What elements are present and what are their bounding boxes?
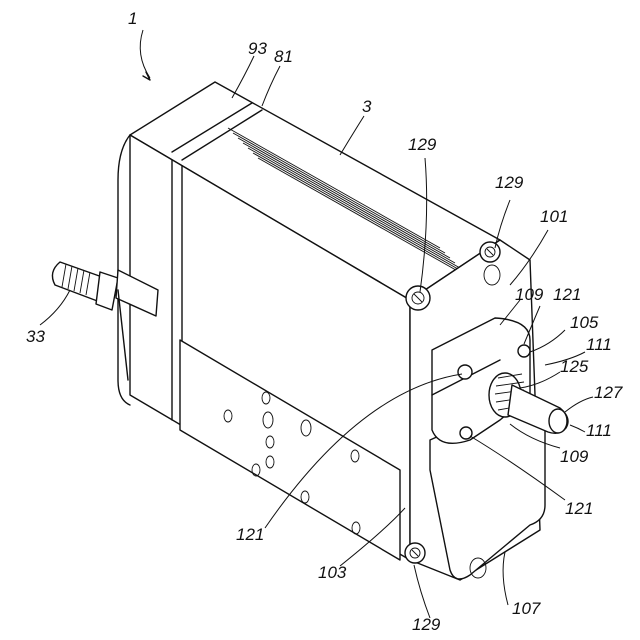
ref-clip-lower: 121 — [565, 499, 593, 518]
clip-upper — [458, 365, 472, 379]
ref-lever: 105 — [570, 313, 599, 332]
ref-fin-cover: 93 — [248, 39, 267, 58]
ref-bracket: 107 — [512, 599, 541, 618]
screw-bottom — [405, 543, 425, 563]
ref-cable-lower: 111 — [586, 421, 612, 440]
ref-screw-top-left: 129 — [408, 135, 437, 154]
ref-device: 1 — [128, 9, 137, 28]
screw-top-left — [406, 286, 430, 310]
ref-screw-top-right: 129 — [495, 173, 524, 192]
ref-end-plate: 103 — [318, 563, 347, 582]
ref-clip-upper: 121 — [553, 285, 581, 304]
ref-stud: 33 — [26, 327, 45, 346]
left-cover — [118, 135, 130, 405]
lever — [518, 345, 530, 357]
ref-cable-end: 127 — [594, 383, 623, 402]
ref-cable-upper: 111 — [586, 335, 612, 354]
ref-clip-left: 121 — [236, 525, 264, 544]
ref-connector-base: 101 — [540, 207, 568, 226]
clip-lower — [460, 427, 472, 439]
ref-housing: 3 — [362, 97, 372, 116]
screw-top-right — [480, 242, 500, 262]
ref-screw-bottom: 129 — [412, 615, 441, 634]
ref-frame: 81 — [274, 47, 293, 66]
cable-end — [549, 409, 567, 433]
ref-connector-housing-lower: 109 — [560, 447, 589, 466]
ref-cable-gland: 125 — [560, 357, 589, 376]
ref-connector-housing-upper: 109 — [515, 285, 544, 304]
